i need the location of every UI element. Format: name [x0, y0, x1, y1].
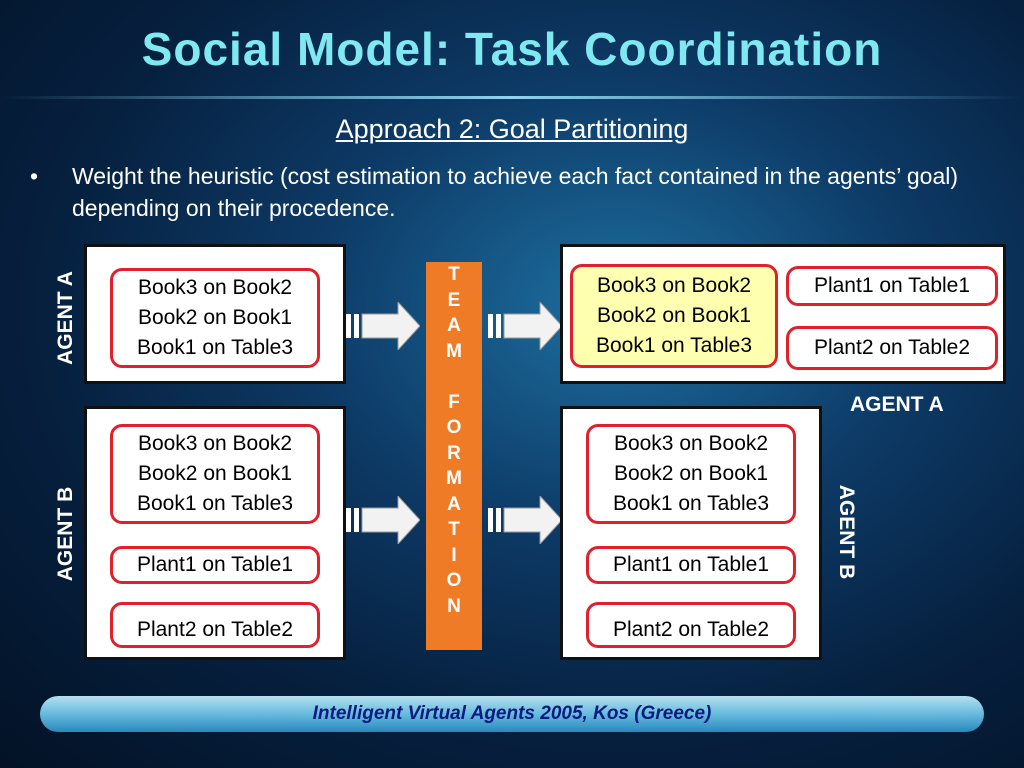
arrow-right-icon — [346, 496, 420, 544]
goal-agent-a-initial: Book3 on Book2 Book2 on Book1 Book1 on T… — [110, 268, 320, 368]
team-letter: T — [448, 264, 460, 285]
team-letter: M — [446, 468, 462, 489]
bullet-text: Weight the heuristic (cost estimation to… — [72, 163, 959, 221]
goal-plant1-agent-a: Plant1 on Table1 — [786, 266, 998, 306]
goal-line: Book1 on Table3 — [136, 336, 294, 359]
goal-agent-b-initial: Book3 on Book2 Book2 on Book1 Book1 on T… — [110, 424, 320, 524]
label-agent-b-left: AGENT B — [54, 486, 77, 582]
goal-line: Book2 on Book1 — [613, 462, 769, 485]
goal-line: Book3 on Book2 — [137, 276, 293, 299]
team-letter: A — [447, 493, 461, 515]
goal-line: Book1 on Table3 — [595, 334, 753, 357]
team-letter: M — [446, 340, 462, 362]
slide-title: Social Model: Task Coordination — [141, 23, 883, 75]
goal-line: Book3 on Book2 — [137, 432, 293, 455]
goal-line: Book1 on Table3 — [612, 492, 770, 515]
slide-subtitle: Approach 2: Goal Partitioning — [335, 114, 689, 144]
team-letter: E — [447, 289, 461, 311]
arrow-right-icon — [346, 302, 420, 350]
footer-bar — [40, 696, 984, 732]
goal-agent-b-partitioned: Book3 on Book2 Book2 on Book1 Book1 on T… — [586, 424, 796, 524]
goal-plant2-agent-a: Plant2 on Table2 — [786, 326, 998, 370]
team-letter: R — [447, 442, 461, 464]
team-letter: T — [448, 519, 460, 540]
arrow-right-icon — [488, 302, 562, 350]
goal-line: Book3 on Book2 — [613, 432, 769, 455]
goal-line: Book2 on Book1 — [137, 462, 293, 485]
goal-line: Book1 on Table3 — [136, 492, 294, 515]
team-letter: F — [448, 391, 460, 413]
goal-plant1-agent-b: Plant1 on Table1 — [586, 546, 796, 584]
label-agent-a-right: AGENT A — [850, 393, 944, 416]
goal-line: Book3 on Book2 — [596, 274, 752, 297]
team-letter: O — [446, 417, 462, 438]
label-agent-b-right: AGENT B — [835, 484, 858, 580]
team-formation-bar: T E A M F O R M A T I O N — [426, 262, 482, 650]
goal-line: Book2 on Book1 — [137, 306, 293, 329]
team-letter — [426, 364, 482, 390]
arrow-right-icon — [488, 496, 562, 544]
goal-plant2-agent-b: Plant2 on Table2 — [586, 602, 796, 648]
label-agent-a-left: AGENT A — [54, 271, 77, 365]
goal-plant2-initial: Plant2 on Table2 — [110, 602, 320, 648]
goal-line: Book2 on Book1 — [596, 304, 752, 327]
team-letter: O — [446, 570, 462, 591]
bullet-marker: • — [30, 163, 39, 189]
goal-plant1-initial: Plant1 on Table1 — [110, 546, 320, 584]
team-letter: N — [447, 595, 461, 617]
team-letter: A — [447, 315, 461, 336]
footer-text: Intelligent Virtual Agents 2005, Kos (Gr… — [312, 703, 712, 724]
title-divider — [0, 96, 1024, 99]
goal-agent-a-partitioned: Book3 on Book2 Book2 on Book1 Book1 on T… — [570, 264, 778, 368]
team-letter: I — [451, 544, 457, 566]
